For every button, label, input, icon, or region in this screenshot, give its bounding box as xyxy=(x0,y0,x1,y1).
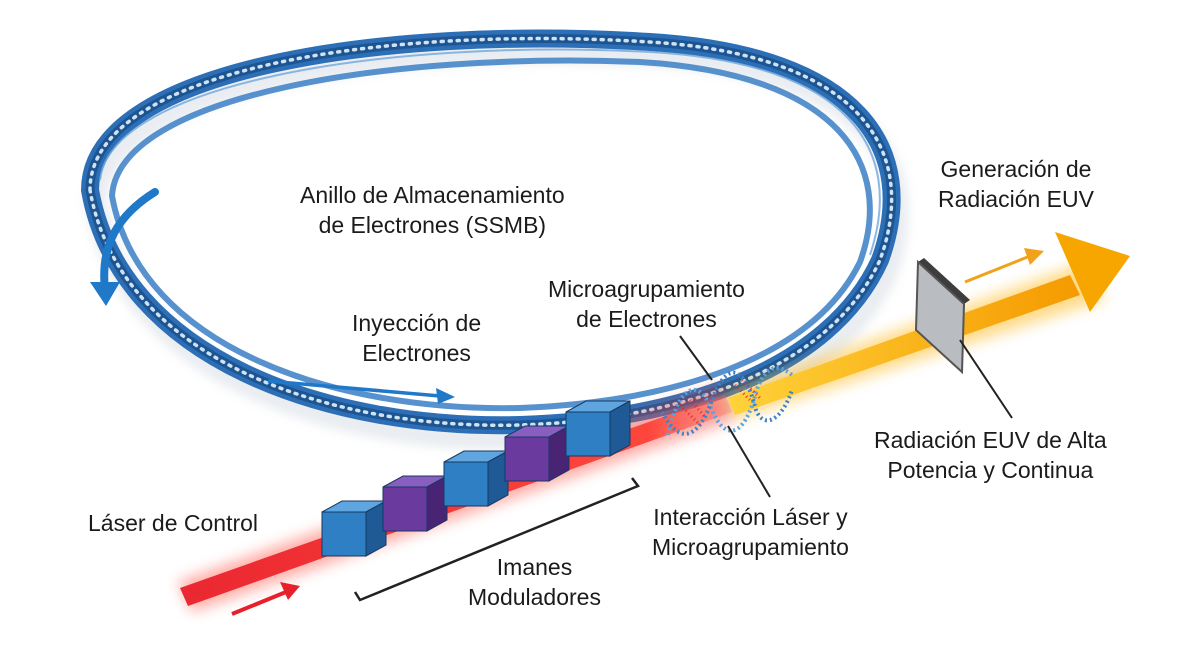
euv-small-arrowhead xyxy=(1024,248,1044,265)
label-euv-generation-line1: Generación de xyxy=(940,156,1092,182)
label-injection-line2: Electrones xyxy=(362,340,471,366)
pointer-euv-output xyxy=(959,339,1013,419)
label-euv-output-line2: Potencia y Continua xyxy=(887,457,1094,483)
pointer-microbunching xyxy=(679,335,713,381)
euv-beam xyxy=(725,232,1130,420)
label-control-laser-line1: Láser de Control xyxy=(88,510,259,536)
label-microbunching: Microagrupamiento de Electrones xyxy=(548,274,745,334)
label-interaction-line1: Interacción Láser y xyxy=(653,504,848,530)
label-storage-ring: Anillo de Almacenamiento de Electrones (… xyxy=(300,180,565,240)
label-magnets-line1: Imanes xyxy=(496,554,573,580)
label-magnets: Imanes Moduladores xyxy=(468,552,601,612)
helix-strand-1 xyxy=(666,366,794,436)
label-euv-generation-line2: Radiación EUV xyxy=(938,186,1094,212)
bunch-red-dots xyxy=(678,378,762,427)
euv-plate xyxy=(914,258,970,375)
laser-direction-arrowhead xyxy=(280,582,300,600)
euv-plate-side xyxy=(918,258,970,304)
microbunching-helix xyxy=(660,366,794,436)
storage-ring-highlight xyxy=(99,48,881,256)
pointer-interaction xyxy=(727,425,771,498)
magnet-cube-blue xyxy=(321,500,387,557)
label-injection: Inyección de Electrones xyxy=(352,308,481,368)
label-control-laser: Láser de Control xyxy=(88,508,258,538)
ring-shadow xyxy=(84,41,909,451)
label-storage-ring-line2: de Electrones (SSMB) xyxy=(318,212,547,238)
label-microbunching-line1: Microagrupamiento xyxy=(548,276,745,302)
injection-arrow xyxy=(267,379,441,398)
magnet-cube-blue xyxy=(565,400,631,457)
euv-plate-face xyxy=(914,259,966,375)
injection-arrowhead xyxy=(436,388,455,404)
label-interaction: Interacción Láser y Microagrupamiento xyxy=(652,502,849,562)
magnet-face xyxy=(443,461,489,507)
label-magnets-line2: Moduladores xyxy=(468,584,601,610)
label-euv-output: Radiación EUV de Alta Potencia y Continu… xyxy=(874,425,1107,485)
storage-ring-dots xyxy=(88,36,894,427)
magnet-cube-purple xyxy=(382,475,448,532)
euv-small-arrow xyxy=(964,254,1031,284)
magnet-face xyxy=(382,486,428,532)
magnets-bracket xyxy=(353,477,640,602)
label-euv-generation: Generación de Radiación EUV xyxy=(938,154,1094,214)
magnet-face xyxy=(504,436,550,482)
magnet-face xyxy=(565,411,611,457)
magnet-cube-purple xyxy=(504,425,570,482)
label-microbunching-line2: de Electrones xyxy=(576,306,717,332)
magnet-cube-blue xyxy=(443,450,509,507)
helix-strand-2 xyxy=(660,370,794,436)
modulator-magnets xyxy=(321,400,631,557)
label-euv-output-line1: Radiación EUV de Alta xyxy=(874,427,1107,453)
magnet-face xyxy=(321,511,367,557)
label-interaction-line2: Microagrupamiento xyxy=(652,534,849,560)
euv-beam-body xyxy=(728,275,1080,415)
euv-arrowhead xyxy=(1055,232,1130,312)
label-injection-line1: Inyección de xyxy=(352,310,482,336)
circulation-arrowhead xyxy=(90,282,120,306)
laser-direction-arrow xyxy=(231,590,287,616)
circulation-arrow xyxy=(100,188,159,294)
label-storage-ring-line1: Anillo de Almacenamiento xyxy=(300,182,565,208)
